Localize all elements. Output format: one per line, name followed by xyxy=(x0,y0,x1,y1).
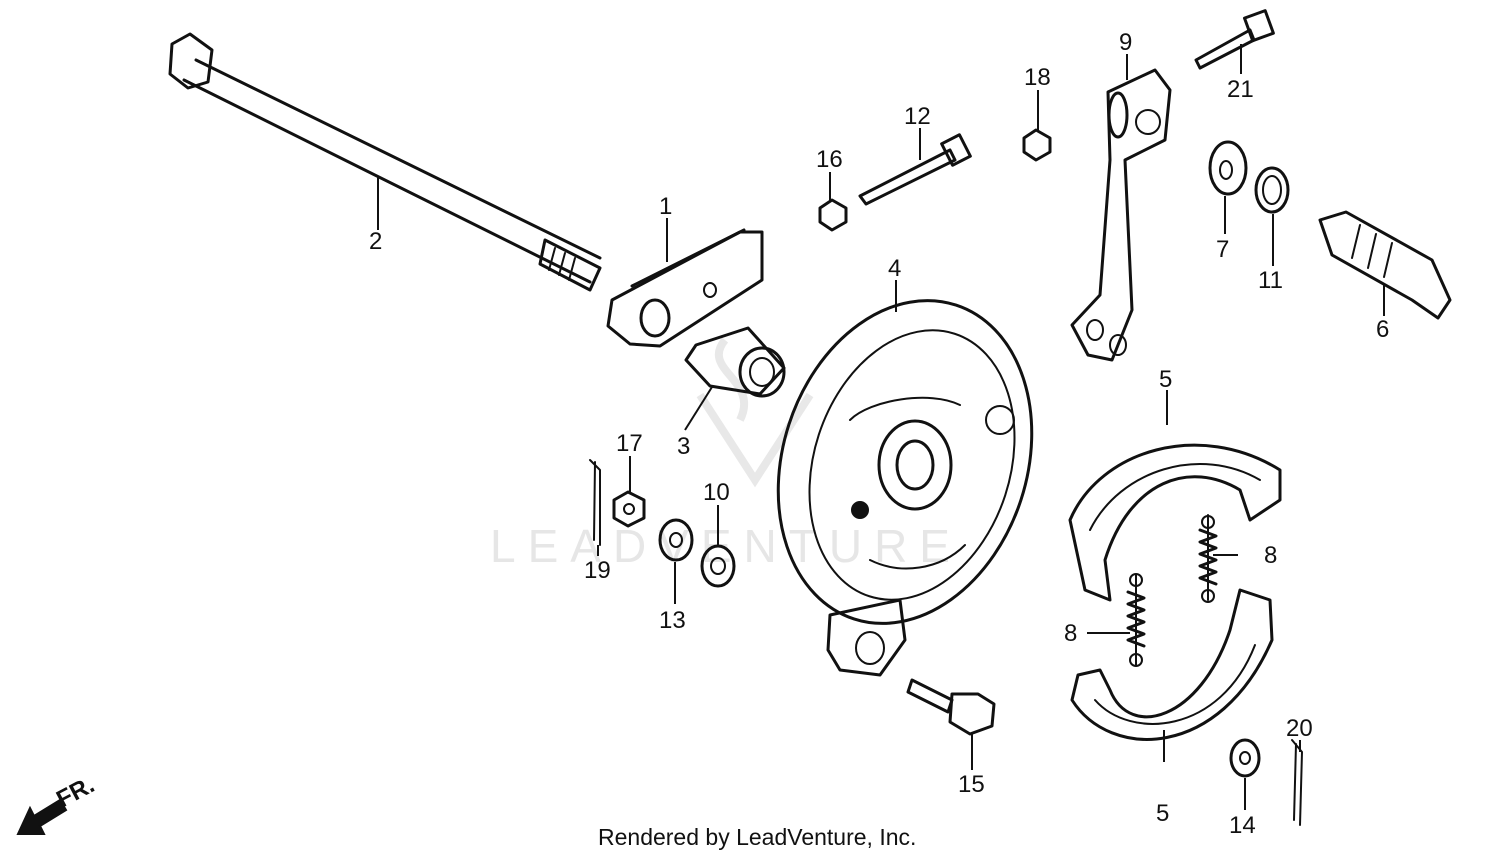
front-direction-arrow: FR. xyxy=(16,771,99,835)
watermark-logo xyxy=(696,337,814,488)
callout-3: 3 xyxy=(677,433,690,460)
spring-part-8-left xyxy=(1126,573,1146,667)
axle-part-2 xyxy=(168,32,602,292)
brake-shoe-upper-part-5 xyxy=(1068,443,1282,602)
callout-20: 20 xyxy=(1286,715,1313,742)
callout-14: 14 xyxy=(1229,812,1256,839)
pivot-bolt-part-15 xyxy=(906,678,996,736)
adjuster-part-1 xyxy=(606,228,764,348)
callout-17: 17 xyxy=(616,430,643,457)
callout-12: 12 xyxy=(904,103,931,130)
callout-4: 4 xyxy=(888,255,901,282)
leader-lines xyxy=(377,44,1385,810)
callout-19: 19 xyxy=(584,557,611,584)
cotter-pin-part-20 xyxy=(1291,739,1303,826)
brake-panel-part-4 xyxy=(776,299,1034,677)
brake-arm-part-9 xyxy=(1070,68,1172,362)
cotter-pin-part-19 xyxy=(589,459,601,546)
spring-part-8-right xyxy=(1198,514,1218,603)
callout-labels: 1 2 3 4 5 5 6 7 8 8 9 10 11 12 13 14 15 … xyxy=(369,29,1389,839)
callout-15: 15 xyxy=(958,771,985,798)
callout-21: 21 xyxy=(1227,76,1254,103)
callout-16: 16 xyxy=(816,146,843,173)
collar-part-3 xyxy=(684,326,786,398)
callout-5-upper: 5 xyxy=(1159,366,1172,393)
callout-11: 11 xyxy=(1258,267,1283,294)
washer-part-14 xyxy=(1229,738,1261,778)
nut-part-17 xyxy=(612,490,646,528)
callout-8-right: 8 xyxy=(1264,542,1277,569)
nut-part-18 xyxy=(1022,128,1052,162)
washer-part-13 xyxy=(658,518,694,562)
footer-credit: Rendered by LeadVenture, Inc. xyxy=(598,824,916,850)
callout-13: 13 xyxy=(659,607,686,634)
callout-8-left: 8 xyxy=(1064,620,1077,647)
callout-2: 2 xyxy=(369,228,382,255)
nut-part-16 xyxy=(818,198,848,232)
callout-7: 7 xyxy=(1216,236,1229,263)
callout-10: 10 xyxy=(703,479,730,506)
bolt-part-12 xyxy=(858,133,972,206)
callout-18: 18 xyxy=(1024,64,1051,91)
brake-shoe-lower-part-5 xyxy=(1070,588,1274,741)
seal-part-11 xyxy=(1254,166,1290,214)
bolt-part-21 xyxy=(1194,9,1275,70)
cam-part-6 xyxy=(1318,210,1452,320)
watermark-text: LEADVENTURE xyxy=(490,520,962,572)
callout-9: 9 xyxy=(1119,29,1132,56)
washer-part-7 xyxy=(1208,140,1248,196)
callout-5-lower: 5 xyxy=(1156,800,1169,827)
callout-1: 1 xyxy=(659,193,672,220)
callout-6: 6 xyxy=(1376,316,1389,343)
